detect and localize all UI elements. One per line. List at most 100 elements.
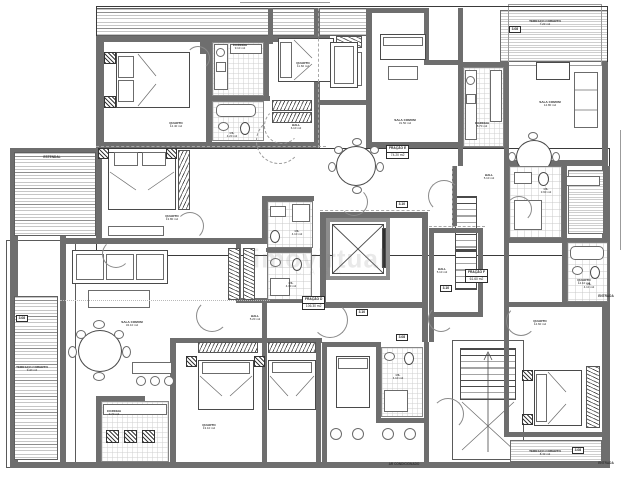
terrace-area: 7.20 m2 <box>539 22 551 27</box>
bed-b3-pillow <box>338 358 368 369</box>
wall-f4 <box>562 166 567 240</box>
room-label-hall-center: HALL 5.20 m2 <box>250 314 261 321</box>
kitchen-right-sink <box>466 76 475 85</box>
dining-chair-r4 <box>552 152 560 162</box>
room-area: 3.90 m2 <box>540 190 552 195</box>
room-label-is-top: I.S. 4.20 m2 <box>226 131 238 139</box>
bath-bottom-shower <box>384 390 408 412</box>
wall-f7 <box>504 306 509 436</box>
nightstand-r2 <box>522 414 533 425</box>
room-label-cozinha-left: COZINHA 9.70 m2 <box>107 409 121 416</box>
wall-f9 <box>528 462 610 468</box>
wardrobe-center-hall-2 <box>228 248 240 300</box>
wall-d24 <box>376 342 381 422</box>
room-area: 4.30 m2 <box>285 284 297 289</box>
nightstand-2b <box>166 148 177 159</box>
annotation-estendal: ESTENDAL <box>43 155 61 159</box>
room-area: 14.40 m2 <box>169 124 183 129</box>
fracao-label: FRAÇÃO D <box>303 297 325 304</box>
sideboard-right <box>574 72 598 128</box>
room-name: SALA COMUM <box>539 100 561 104</box>
bath-center-shower <box>292 204 310 222</box>
bed-1-pillow-a <box>118 56 134 78</box>
room-label-is-center: I.S. 4.30 m2 <box>285 281 297 289</box>
bed-2-pillow-a <box>114 152 138 166</box>
seam-5 <box>429 226 485 227</box>
wall-d8 <box>170 338 176 462</box>
room-label-hall-bottom: HALL 5.10 m2 <box>437 267 448 274</box>
wall-d17 <box>262 196 267 244</box>
door-arc-2 <box>176 212 204 240</box>
annotation-entrada-right: ENTRADA <box>598 294 614 298</box>
door-arc-8 <box>432 398 464 430</box>
tag-fracao-f: 3.10 <box>440 285 452 292</box>
terrace-area: 8.40 m2 <box>539 452 551 457</box>
room-area: 13.10 m2 <box>202 426 216 431</box>
tag-bottom-right: 3.08 <box>572 447 584 454</box>
wall-u20 <box>504 160 608 166</box>
terrace-name: TERRAÇO COBERTO <box>529 449 561 453</box>
room-label-hall-right: HALL 5.10 m2 <box>484 173 495 180</box>
wall-f5 <box>504 302 608 307</box>
wall-c2 <box>320 212 326 308</box>
dining-chair-l3 <box>68 346 77 358</box>
terrace-hatch-top <box>96 8 371 36</box>
room-label-sala-comum-top: SALA COMUM 31.50 m2 <box>394 118 415 125</box>
wall-u21 <box>602 62 608 166</box>
wall-u1 <box>96 36 104 148</box>
bath-right-wc <box>538 172 549 186</box>
bed-1-pillow-b <box>118 80 134 102</box>
stool-l3 <box>164 376 174 386</box>
wall-d19 <box>262 196 314 201</box>
wall-u7 <box>264 42 269 100</box>
room-label-cozinha-right: COZINHA 8.70 m2 <box>475 121 489 128</box>
coffee-table-top <box>388 66 418 80</box>
stool-l1 <box>136 376 146 386</box>
tag-center: 3.10 <box>356 309 368 316</box>
bath-right2-basin <box>572 266 583 275</box>
wc-bottom-c <box>382 428 394 440</box>
room-label-quarto-mid-left: QUARTO 13.80 m2 <box>165 214 178 221</box>
nightstand-1b <box>104 96 116 108</box>
wall-u3 <box>200 36 206 54</box>
dining-chair-l4 <box>122 346 131 358</box>
kitchen-top-hob <box>216 62 226 72</box>
dining-chair-l5 <box>76 330 86 339</box>
bed-right-pillow <box>536 374 547 422</box>
terrace-name: TERRAÇO COBERTO <box>529 19 561 23</box>
room-name: QUARTO <box>202 423 216 427</box>
wall-u17 <box>458 62 508 67</box>
door-arc-5 <box>428 180 460 212</box>
room-area: 14.80 m2 <box>543 103 557 108</box>
wall-c3 <box>422 212 428 342</box>
wall-c4 <box>320 302 428 308</box>
dining-chair-l6 <box>114 330 124 339</box>
room-area: 4.20 m2 <box>226 134 238 139</box>
fracao-box-e: FRAÇÃO E 74.20 m2 <box>386 145 410 160</box>
wall-u23 <box>366 104 372 148</box>
terrace-area: 9.40 m2 <box>26 368 38 373</box>
wall-u19 <box>504 62 509 166</box>
bath-center2-wc <box>292 258 302 271</box>
room-label-quarto-bottom: QUARTO 13.10 m2 <box>202 423 216 431</box>
kitchen-bottom-appliance <box>142 430 155 443</box>
bath-right-basin <box>514 172 532 184</box>
kitchen-left-counter <box>132 362 172 374</box>
nightstand-1a <box>104 52 116 64</box>
tag-left-terrace: 3.08 <box>16 315 28 322</box>
wall-d13 <box>96 396 144 401</box>
nightstand-r1 <box>522 370 533 381</box>
bed-b1-pillow <box>202 362 250 374</box>
room-name: HALL <box>291 123 301 127</box>
bath-top-tub <box>216 104 256 117</box>
fracao-area: 74.20 m2 <box>390 152 405 157</box>
dining-chair-t1 <box>352 138 362 146</box>
room-area: 14.10 m2 <box>577 281 591 286</box>
bed-right-cover-lines <box>547 371 567 425</box>
terrace-label-top-right: TERRAÇO COBERTO 7.20 m2 <box>529 19 561 27</box>
wall-u12 <box>366 8 372 106</box>
door-arc-7 <box>506 306 536 336</box>
door-arc-11 <box>186 46 210 70</box>
room-label-quarto-right: QUARTO 14.10 m2 <box>577 278 591 286</box>
tag-lower-center: 3.08 <box>396 334 408 341</box>
